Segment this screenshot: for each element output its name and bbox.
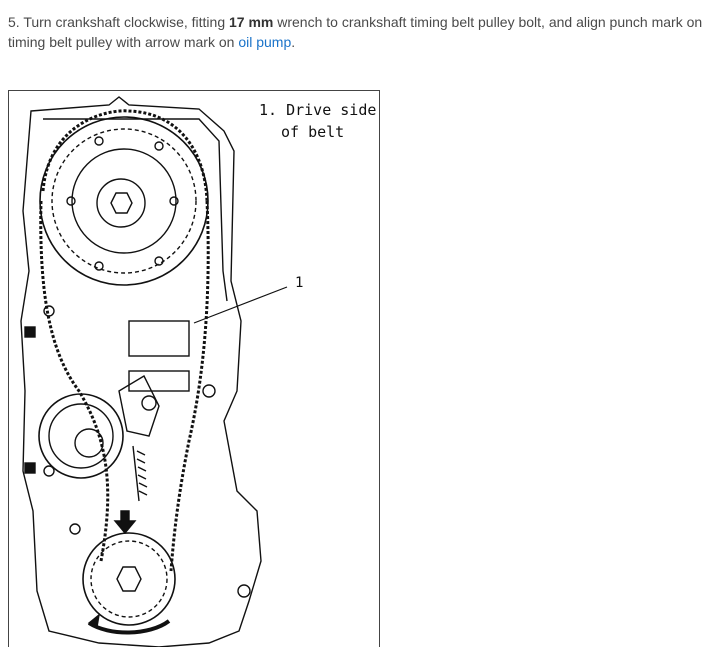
hole [94,261,104,271]
rotation-direction-arrow [87,619,171,635]
callout-number: 1 [295,275,304,291]
engine-outline [20,96,262,647]
cover-clip [24,462,36,474]
caption-line-1: 1. Drive side [259,101,377,119]
camshaft-bolt [110,192,133,214]
wrench-size: 17 mm [229,14,274,30]
step-text-end: . [291,34,296,50]
bolt-head [237,584,251,598]
crankshaft-bolt [116,566,142,592]
cover-clip [24,326,36,338]
bolt-head [202,384,216,398]
step-text-start: Turn crankshaft clockwise, fitting [23,14,226,30]
cover-inner-line [43,118,228,302]
oil-pump-link[interactable]: oil pump [238,34,292,50]
bolt-head [69,523,81,535]
bolt-head [43,305,55,317]
block-recess [128,320,190,357]
hole [154,256,164,266]
tensioner-bracket [118,375,160,437]
timing-belt-right-run [169,200,210,572]
timing-belt-left-run [39,200,110,562]
crankshaft-pulley-teeth [90,540,168,618]
hole [169,196,179,206]
hole [154,141,164,151]
caption-line-2: of belt [281,123,345,141]
step-number: 5. [8,14,20,30]
instruction-step: 5. Turn crankshaft clockwise, fitting 17… [8,12,724,52]
crankshaft-pulley-outer [82,532,176,626]
tensioner-pulley-inner [48,403,114,469]
hole [66,196,76,206]
block-recess [128,370,190,392]
tensioner-bolt [141,395,157,411]
engine-line-drawing [20,96,288,647]
camshaft-pulley-hub [71,148,177,254]
tensioner-pulley-hub [74,428,104,458]
camshaft-pulley-teeth [51,128,197,274]
step-text-middle: wrench to crankshaft timing belt pulley … [8,14,703,50]
timing-belt-top [41,109,209,202]
camshaft-pulley-outer [39,116,209,286]
rotation-arrowhead-icon [87,613,100,629]
camshaft-pulley-center [96,178,146,228]
timing-belt-diagram: 1. Drive side of belt 1 [8,90,380,647]
tensioner-pulley-outer [38,393,124,479]
hole [94,136,104,146]
arrow-mark-icon [113,510,137,535]
bolt-head [43,465,55,477]
figure-caption: 1. Drive side of belt [259,99,376,143]
callout-leader-line [193,286,288,324]
tensioner-spring [132,445,148,502]
